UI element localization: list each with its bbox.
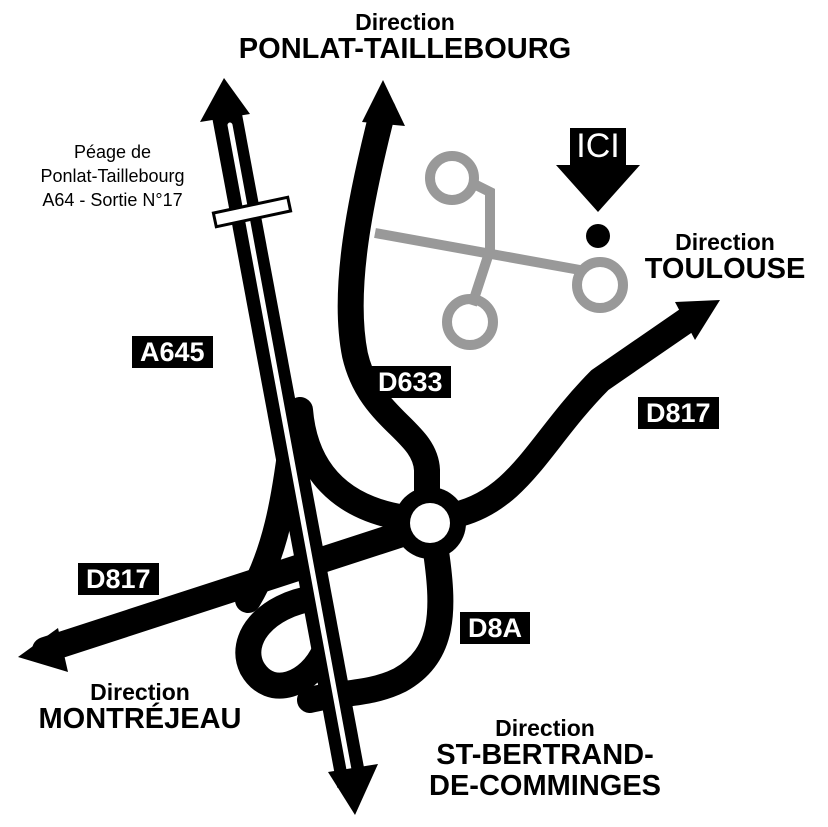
direction-city: MONTRÉJEAU: [38, 703, 242, 736]
d817-east-road: [442, 305, 703, 528]
d633-road: [337, 97, 440, 513]
arrowheads: [18, 80, 720, 672]
down-arrow-icon: [556, 165, 640, 212]
direction-south: Direction ST-BERTRAND- DE-COMMINGES: [400, 716, 690, 801]
highway-north-arrow-icon: [200, 78, 250, 122]
location-dot-icon: [586, 224, 610, 248]
highway-south-arrow-icon: [328, 764, 378, 815]
ici-marker: [556, 128, 640, 248]
west-arrow-icon: [18, 628, 68, 672]
direction-prefix: Direction: [355, 9, 455, 35]
direction-city-line1: ST-BERTRAND-: [436, 739, 654, 772]
toll-line: Péage de: [73, 142, 152, 162]
road-label-d817-west: D817: [78, 563, 159, 595]
direction-east: Direction TOULOUSE: [630, 230, 820, 285]
toll-line: Ponlat-Taillebourg: [40, 166, 185, 186]
north-arrow-icon: [362, 80, 405, 126]
toll-line: A64 - Sortie N°17: [42, 190, 183, 210]
road-label-a645: A645: [132, 336, 213, 368]
direction-city: TOULOUSE: [644, 253, 806, 286]
loop-ramp: [235, 585, 338, 699]
direction-west: Direction MONTRÉJEAU: [10, 680, 270, 735]
direction-north: Direction PONLAT-TAILLEBOURG: [180, 10, 630, 65]
toll-label: Péage de Ponlat-Taillebourg A64 - Sortie…: [10, 140, 215, 212]
east-arrow-icon: [675, 300, 720, 340]
direction-prefix: Direction: [495, 715, 595, 741]
road-label-d633: D633: [370, 366, 451, 398]
road-label-d817-east: D817: [638, 397, 719, 429]
direction-city: PONLAT-TAILLEBOURG: [238, 33, 572, 66]
direction-city-line2: DE-COMMINGES: [429, 769, 661, 802]
ici-label: ICI: [576, 127, 620, 165]
a645-highway: [200, 78, 378, 815]
direction-prefix: Direction: [675, 229, 775, 255]
road-label-d8a: D8A: [460, 612, 531, 644]
d817-west-road: [32, 520, 418, 663]
toll-barrier-icon: [211, 195, 293, 229]
local-streets: [374, 151, 628, 350]
direction-prefix: Direction: [90, 679, 190, 705]
